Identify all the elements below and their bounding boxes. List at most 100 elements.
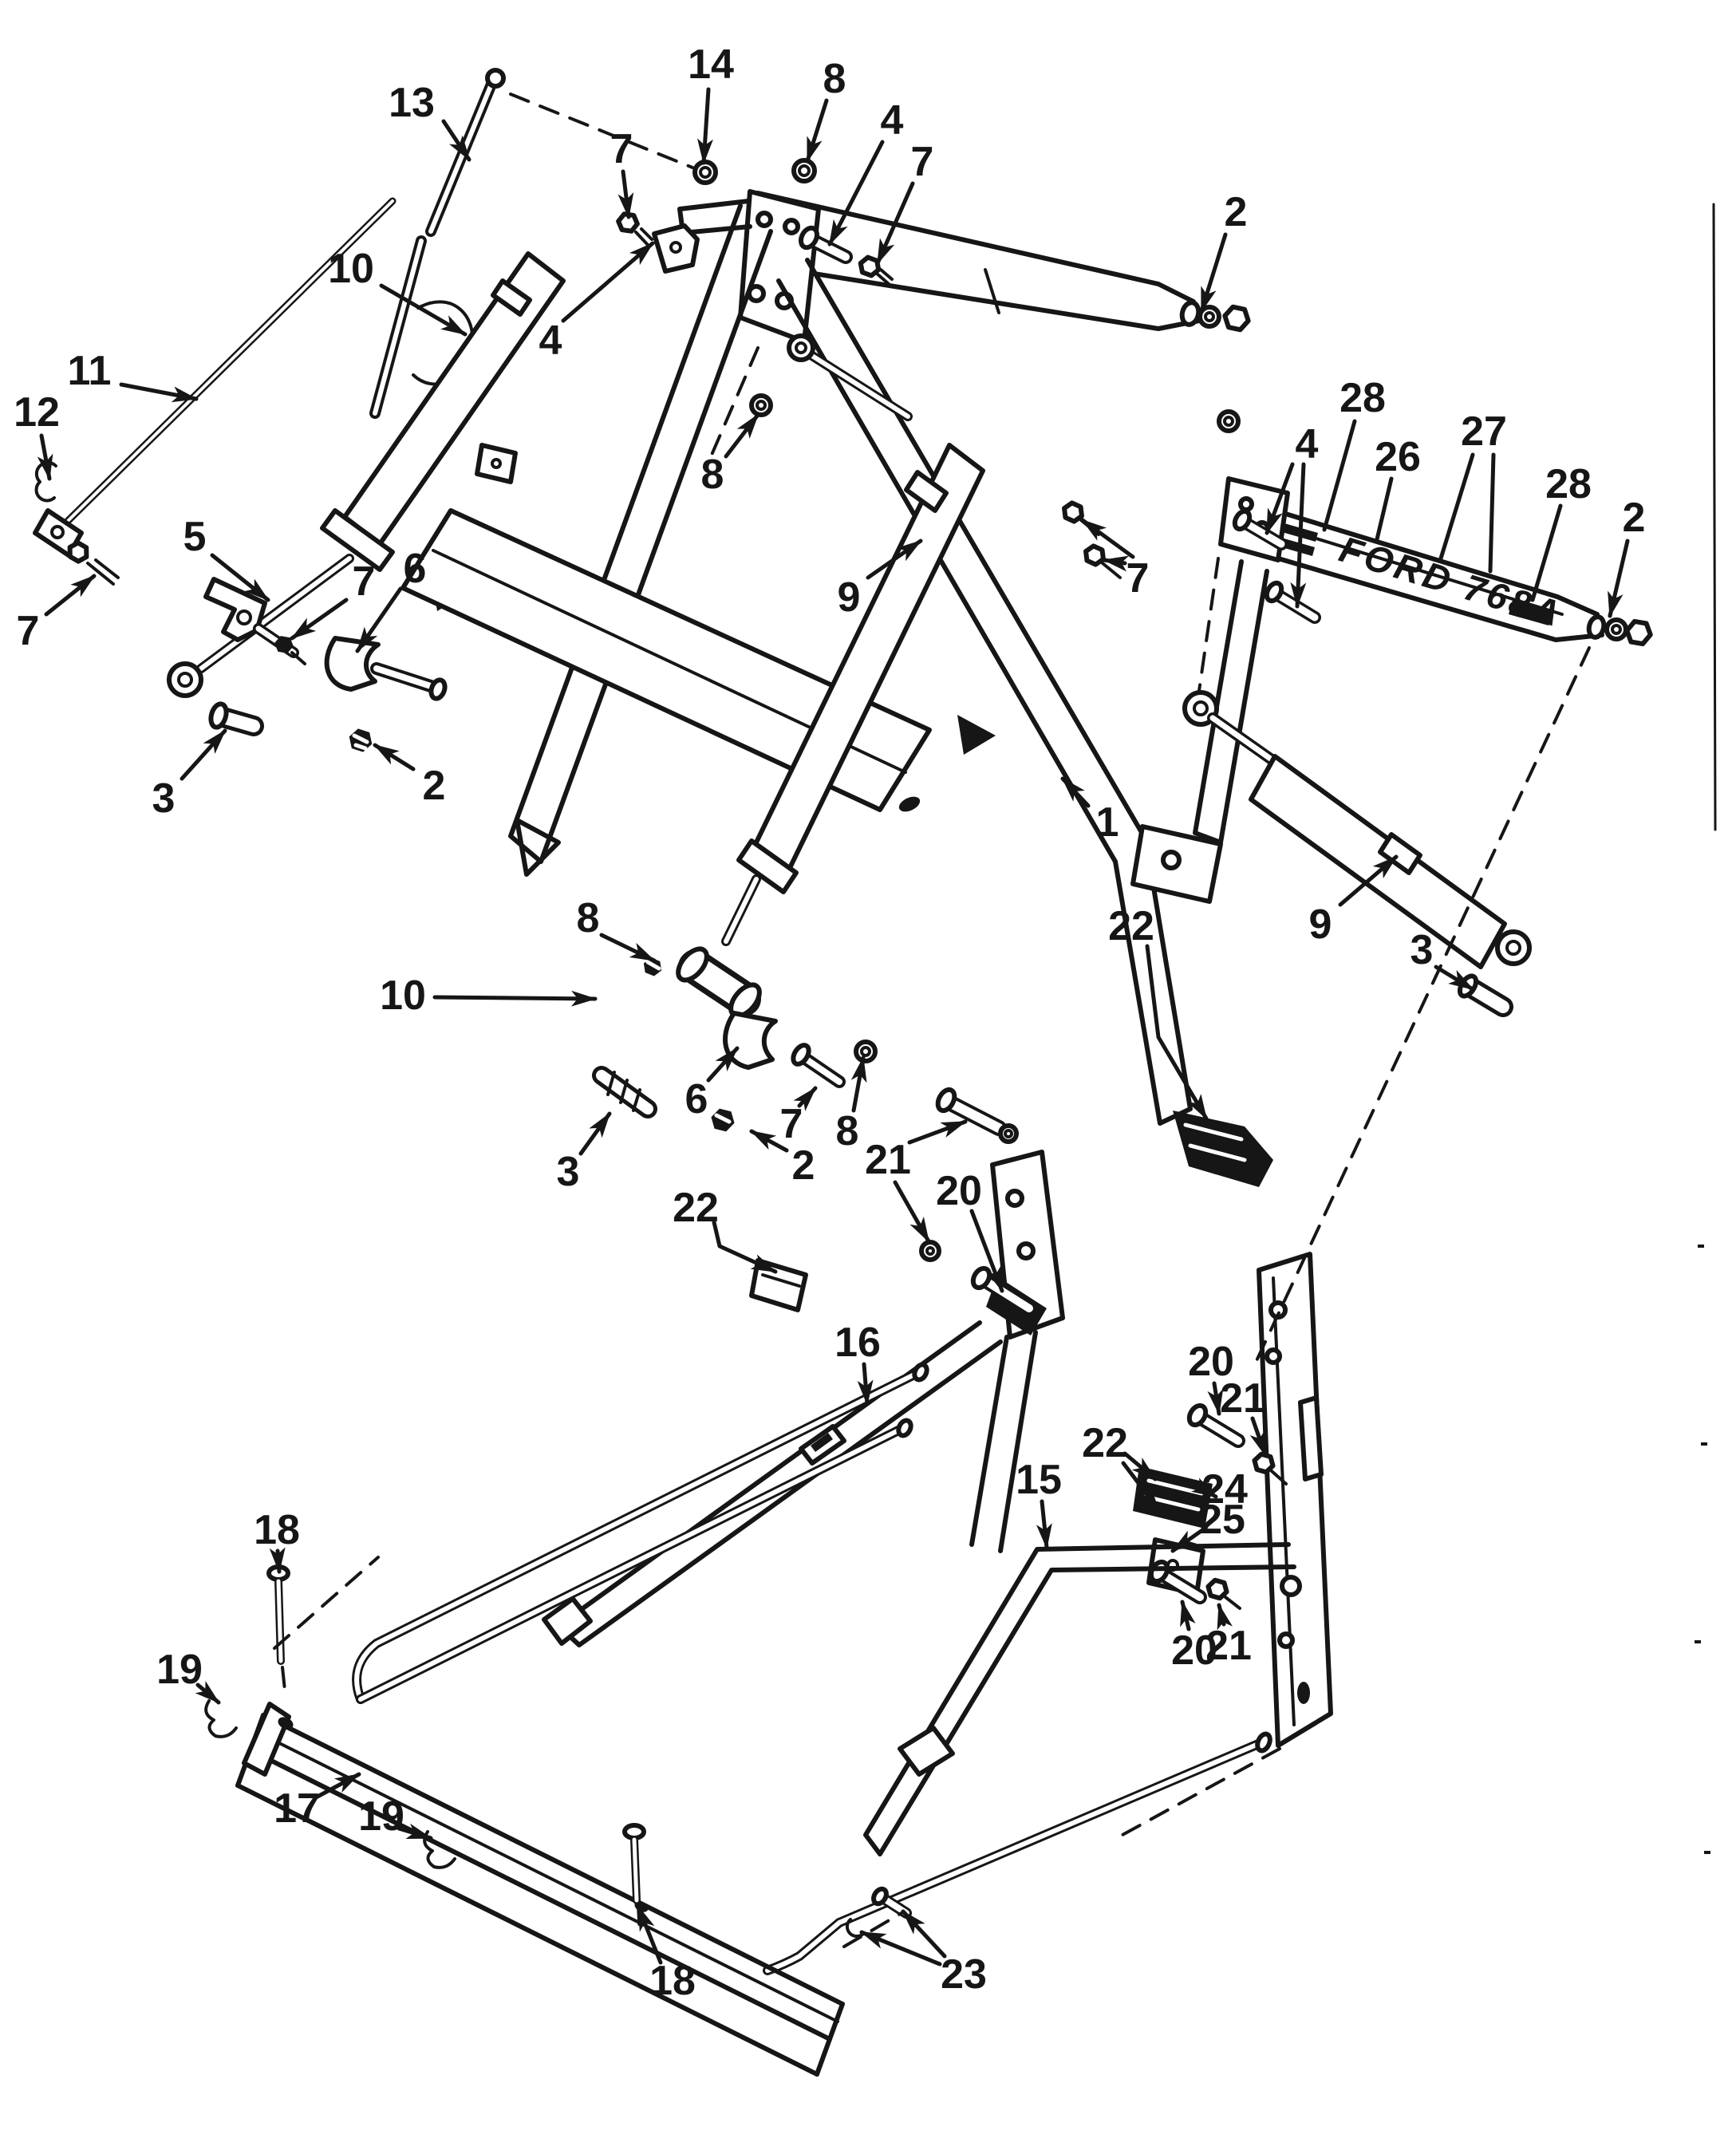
- part-number: 13: [389, 80, 435, 126]
- leader-line: [210, 553, 270, 602]
- callout-18-53: 18: [636, 1904, 696, 2004]
- nut-8-center: [641, 956, 665, 978]
- beam-15: [863, 1542, 1296, 1856]
- callout-19-50: 19: [156, 1647, 221, 1705]
- callout-7-16: 7: [290, 558, 375, 641]
- leader-line: [561, 241, 655, 323]
- cylinder-9-right: [1182, 690, 1532, 969]
- leader-line: [1338, 854, 1399, 907]
- cylinder-9-left: [721, 333, 985, 946]
- leader-line: [44, 574, 97, 617]
- stabilizer-rod-23: [763, 1731, 1272, 1975]
- nut-21-center: [919, 1240, 941, 1262]
- lift-arm-rear: [756, 191, 1250, 331]
- part-number: 5: [183, 514, 207, 560]
- callout-21-36: 21: [865, 1119, 968, 1244]
- part-number: 26: [1375, 434, 1421, 480]
- callout-9-18: 9: [838, 538, 923, 621]
- part-number: 8: [836, 1108, 859, 1154]
- beam-16: [542, 1320, 1003, 1647]
- leader-line: [119, 382, 199, 403]
- callout-10-7: 10: [328, 246, 468, 337]
- leader-line: [1217, 1603, 1233, 1631]
- pin-20-upper-right: [1186, 1402, 1245, 1448]
- leader-line: [850, 1055, 867, 1113]
- callout-17-51: 17: [274, 1772, 361, 1832]
- callout-3-32: 3: [557, 1111, 612, 1195]
- leader-line: [1438, 452, 1475, 561]
- callout-25-46: 25: [1170, 1497, 1245, 1553]
- part-number: 10: [328, 246, 374, 292]
- leader-line: [441, 119, 471, 162]
- leader-line: [1375, 476, 1394, 542]
- callout-4-3: 4: [827, 97, 904, 247]
- part-number: 21: [1205, 1623, 1252, 1669]
- callout-12-11: 12: [14, 389, 60, 481]
- callout-22-43: 22: [1082, 1420, 1161, 1512]
- leader-line: [1170, 1526, 1207, 1553]
- callout-24-45: 24: [1190, 1466, 1248, 1513]
- leader-line: [907, 1119, 968, 1145]
- leader-line: [1102, 555, 1130, 572]
- callout-2-15: 2: [373, 743, 445, 809]
- callout-7-13: 7: [17, 574, 97, 654]
- callout-4-8: 4: [539, 241, 655, 364]
- part-number: 28: [1339, 375, 1386, 421]
- nut-8-mid: [749, 393, 773, 417]
- leader-line: [857, 1362, 874, 1406]
- bushing-3-left: [208, 701, 264, 736]
- part-number: 2: [1623, 495, 1646, 541]
- leader-line: [1180, 1600, 1196, 1631]
- leader-line: [195, 1680, 221, 1705]
- leader-line: [793, 1086, 818, 1111]
- callout-3-14: 3: [152, 728, 227, 822]
- leader-line: [1190, 1477, 1218, 1499]
- leader-line: [180, 728, 227, 781]
- top-fasteners: [617, 158, 894, 286]
- leader-line: [1036, 1499, 1052, 1550]
- callout-5-12: 5: [183, 514, 270, 602]
- callout-18-49: 18: [254, 1507, 300, 1574]
- leader-line: [893, 1180, 931, 1244]
- part-number: 7: [17, 608, 40, 654]
- clip-19-right: [423, 1830, 456, 1869]
- callout-23-54: 23: [859, 1909, 987, 1998]
- link-6-left: [324, 636, 448, 701]
- callout-8-30: 8: [577, 895, 657, 963]
- part-number: 27: [1461, 408, 1507, 455]
- leader-line: [1122, 1451, 1158, 1481]
- part-number: 17: [274, 1785, 320, 1832]
- part-number: 4: [881, 97, 904, 144]
- callout-10-29: 10: [380, 972, 598, 1019]
- part-number: 24: [1201, 1466, 1248, 1513]
- callout-3-26: 3: [1410, 927, 1475, 992]
- bolt-7-mid: [273, 635, 306, 665]
- callout-7-34: 7: [780, 1086, 818, 1147]
- leader-line: [373, 743, 416, 771]
- part-number: 20: [1171, 1627, 1217, 1674]
- cylinder-10: [167, 251, 566, 698]
- callout-2-5: 2: [1199, 189, 1247, 314]
- part-number: 4: [539, 318, 562, 364]
- part-number: 3: [557, 1149, 580, 1195]
- leader-line: [706, 1046, 740, 1083]
- part-number: 22: [1108, 903, 1154, 949]
- callout-22-38: 22: [673, 1185, 778, 1274]
- square-tube-17: [235, 1702, 845, 2077]
- callout-26-20: 26: [1375, 434, 1421, 542]
- leader-line: [1199, 232, 1228, 314]
- part-number: 6: [404, 546, 427, 592]
- part-number: 9: [1309, 901, 1332, 948]
- scan-artifacts: [1695, 203, 1717, 1854]
- part-number: 6: [685, 1076, 708, 1122]
- part-number: 18: [649, 1958, 696, 2004]
- callout-20-47: 20: [1171, 1600, 1217, 1674]
- part-number: 16: [834, 1320, 881, 1366]
- bolt-21-lower-right: [1206, 1579, 1241, 1610]
- part-number: 3: [152, 775, 176, 822]
- callout-20-37: 20: [936, 1168, 1004, 1293]
- callout-14-1: 14: [688, 41, 734, 165]
- leader-line: [1530, 503, 1563, 602]
- leader-line: [617, 169, 634, 219]
- leader-line: [1249, 1416, 1268, 1458]
